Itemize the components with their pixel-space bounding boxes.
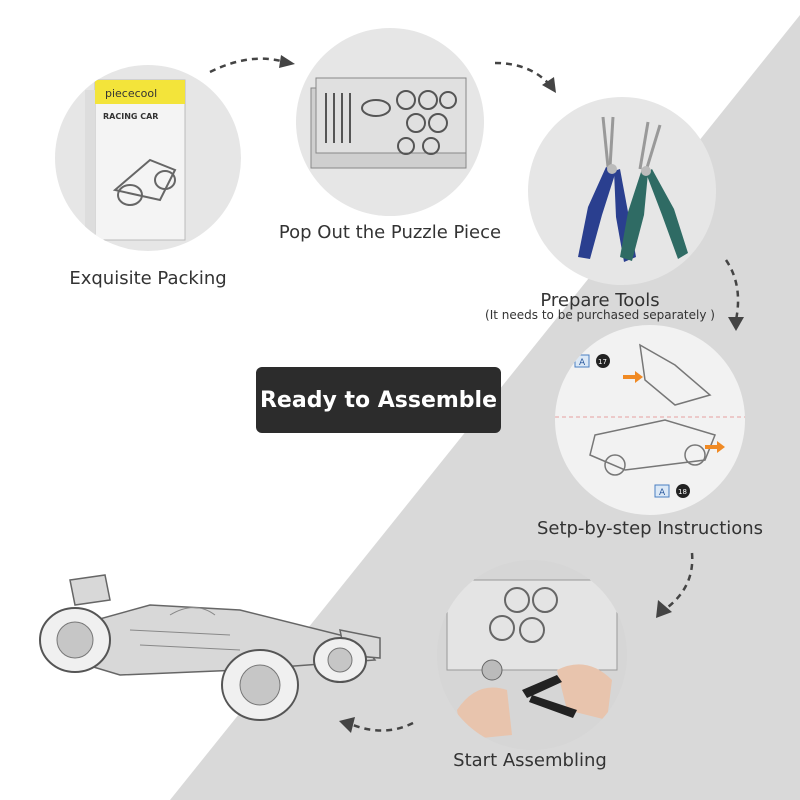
- arrow-tools-to-instructions: [724, 259, 744, 331]
- ready-to-assemble-badge: Ready to Assemble: [256, 367, 501, 433]
- arrow-instructions-to-assembling: [656, 552, 694, 618]
- step-instructions-label: Setp-by-step Instructions: [536, 518, 764, 539]
- assembling-image: [437, 560, 627, 750]
- arrow-packing-to-popout: [209, 55, 295, 74]
- tag-17: 17: [598, 358, 607, 366]
- arrow-assembling-to-car: [339, 717, 414, 733]
- arrow-popout-to-tools: [494, 61, 556, 93]
- finished-racing-car-image: [39, 574, 381, 721]
- step-tools-label: Prepare Tools: [540, 290, 660, 311]
- brand-text: piececool: [105, 87, 157, 100]
- tag-a-17: A: [579, 358, 586, 368]
- pliers-image: [528, 97, 716, 285]
- box-title-text: RACING CAR: [103, 112, 158, 121]
- packing-image: piececool RACING CAR: [55, 65, 241, 251]
- step-assembling-label: Start Assembling: [453, 750, 607, 771]
- tag-18: 18: [678, 488, 687, 496]
- puzzle-sheet-image: [296, 28, 484, 216]
- step-packing-label: Exquisite Packing: [69, 268, 227, 289]
- instructions-image: A 17 A 18: [555, 325, 745, 515]
- tag-a-18: A: [659, 488, 666, 498]
- step-tools-note: (It needs to be purchased separately ): [485, 308, 715, 322]
- step-pop-out-label: Pop Out the Puzzle Piece: [278, 222, 502, 243]
